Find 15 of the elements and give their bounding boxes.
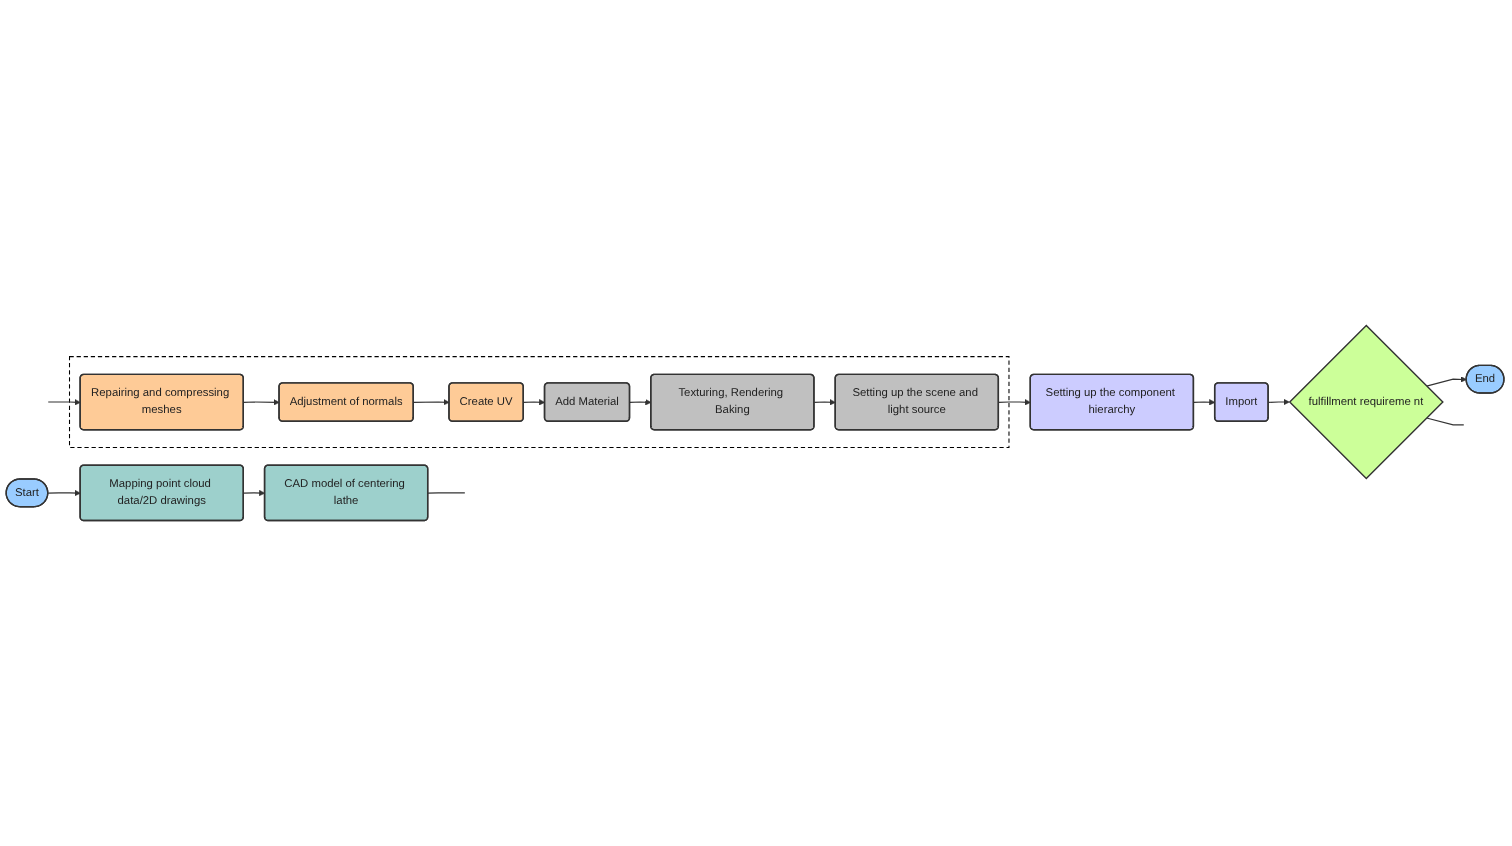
- arrow: [629, 399, 652, 406]
- connector: [1426, 417, 1465, 426]
- arrow: [243, 399, 280, 406]
- arrow: [813, 399, 836, 406]
- arrow: [47, 489, 81, 497]
- arrow: [413, 399, 450, 406]
- cluster: [69, 356, 1010, 448]
- arrow: [243, 489, 266, 497]
- arrow: [523, 399, 546, 406]
- arrow: [998, 399, 1031, 406]
- arrow: [1426, 376, 1467, 387]
- arrow: [1193, 399, 1216, 406]
- connector: [427, 492, 466, 494]
- arrow: [47, 399, 81, 406]
- arrow: [1267, 398, 1290, 406]
